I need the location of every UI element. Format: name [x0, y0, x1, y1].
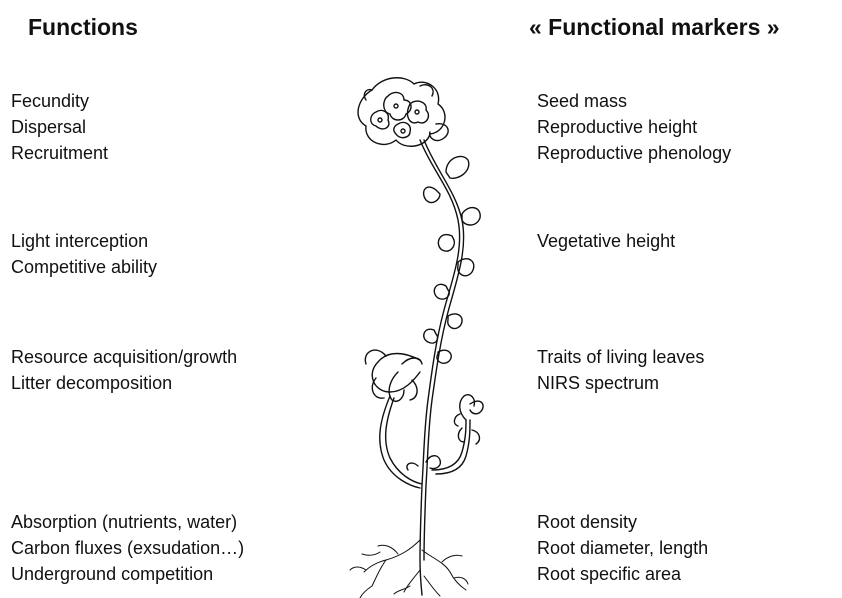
function-item: Fecundity: [11, 88, 108, 114]
functions-group-leaves: Resource acquisition/growth Litter decom…: [11, 344, 237, 396]
function-item: Carbon fluxes (exsudation…): [11, 535, 244, 561]
marker-item: Root diameter, length: [537, 535, 708, 561]
function-item: Competitive ability: [11, 254, 157, 280]
lower-branches: [365, 350, 483, 488]
marker-item: Vegetative height: [537, 228, 675, 254]
flower-head: [358, 78, 448, 147]
marker-item: Reproductive height: [537, 114, 731, 140]
stem-leaves: [424, 156, 481, 363]
functions-heading: Functions: [28, 14, 138, 41]
plant-illustration: [320, 70, 520, 598]
marker-item: Root specific area: [537, 561, 708, 587]
main-stem: [420, 140, 460, 595]
function-item: Light interception: [11, 228, 157, 254]
roots: [350, 540, 468, 598]
function-item: Underground competition: [11, 561, 244, 587]
function-item: Absorption (nutrients, water): [11, 509, 244, 535]
marker-item: Traits of living leaves: [537, 344, 704, 370]
markers-group-roots: Root density Root diameter, length Root …: [537, 509, 708, 587]
function-item: Resource acquisition/growth: [11, 344, 237, 370]
markers-heading: « Functional markers »: [529, 14, 780, 41]
functions-group-height: Light interception Competitive ability: [11, 228, 157, 280]
function-item: Recruitment: [11, 140, 108, 166]
markers-group-height: Vegetative height: [537, 228, 675, 254]
marker-item: Reproductive phenology: [537, 140, 731, 166]
marker-item: Root density: [537, 509, 708, 535]
marker-item: Seed mass: [537, 88, 731, 114]
markers-group-reproduction: Seed mass Reproductive height Reproducti…: [537, 88, 731, 166]
markers-group-leaves: Traits of living leaves NIRS spectrum: [537, 344, 704, 396]
function-item: Litter decomposition: [11, 370, 237, 396]
functions-group-roots: Absorption (nutrients, water) Carbon flu…: [11, 509, 244, 587]
marker-item: NIRS spectrum: [537, 370, 704, 396]
functions-group-reproduction: Fecundity Dispersal Recruitment: [11, 88, 108, 166]
function-item: Dispersal: [11, 114, 108, 140]
